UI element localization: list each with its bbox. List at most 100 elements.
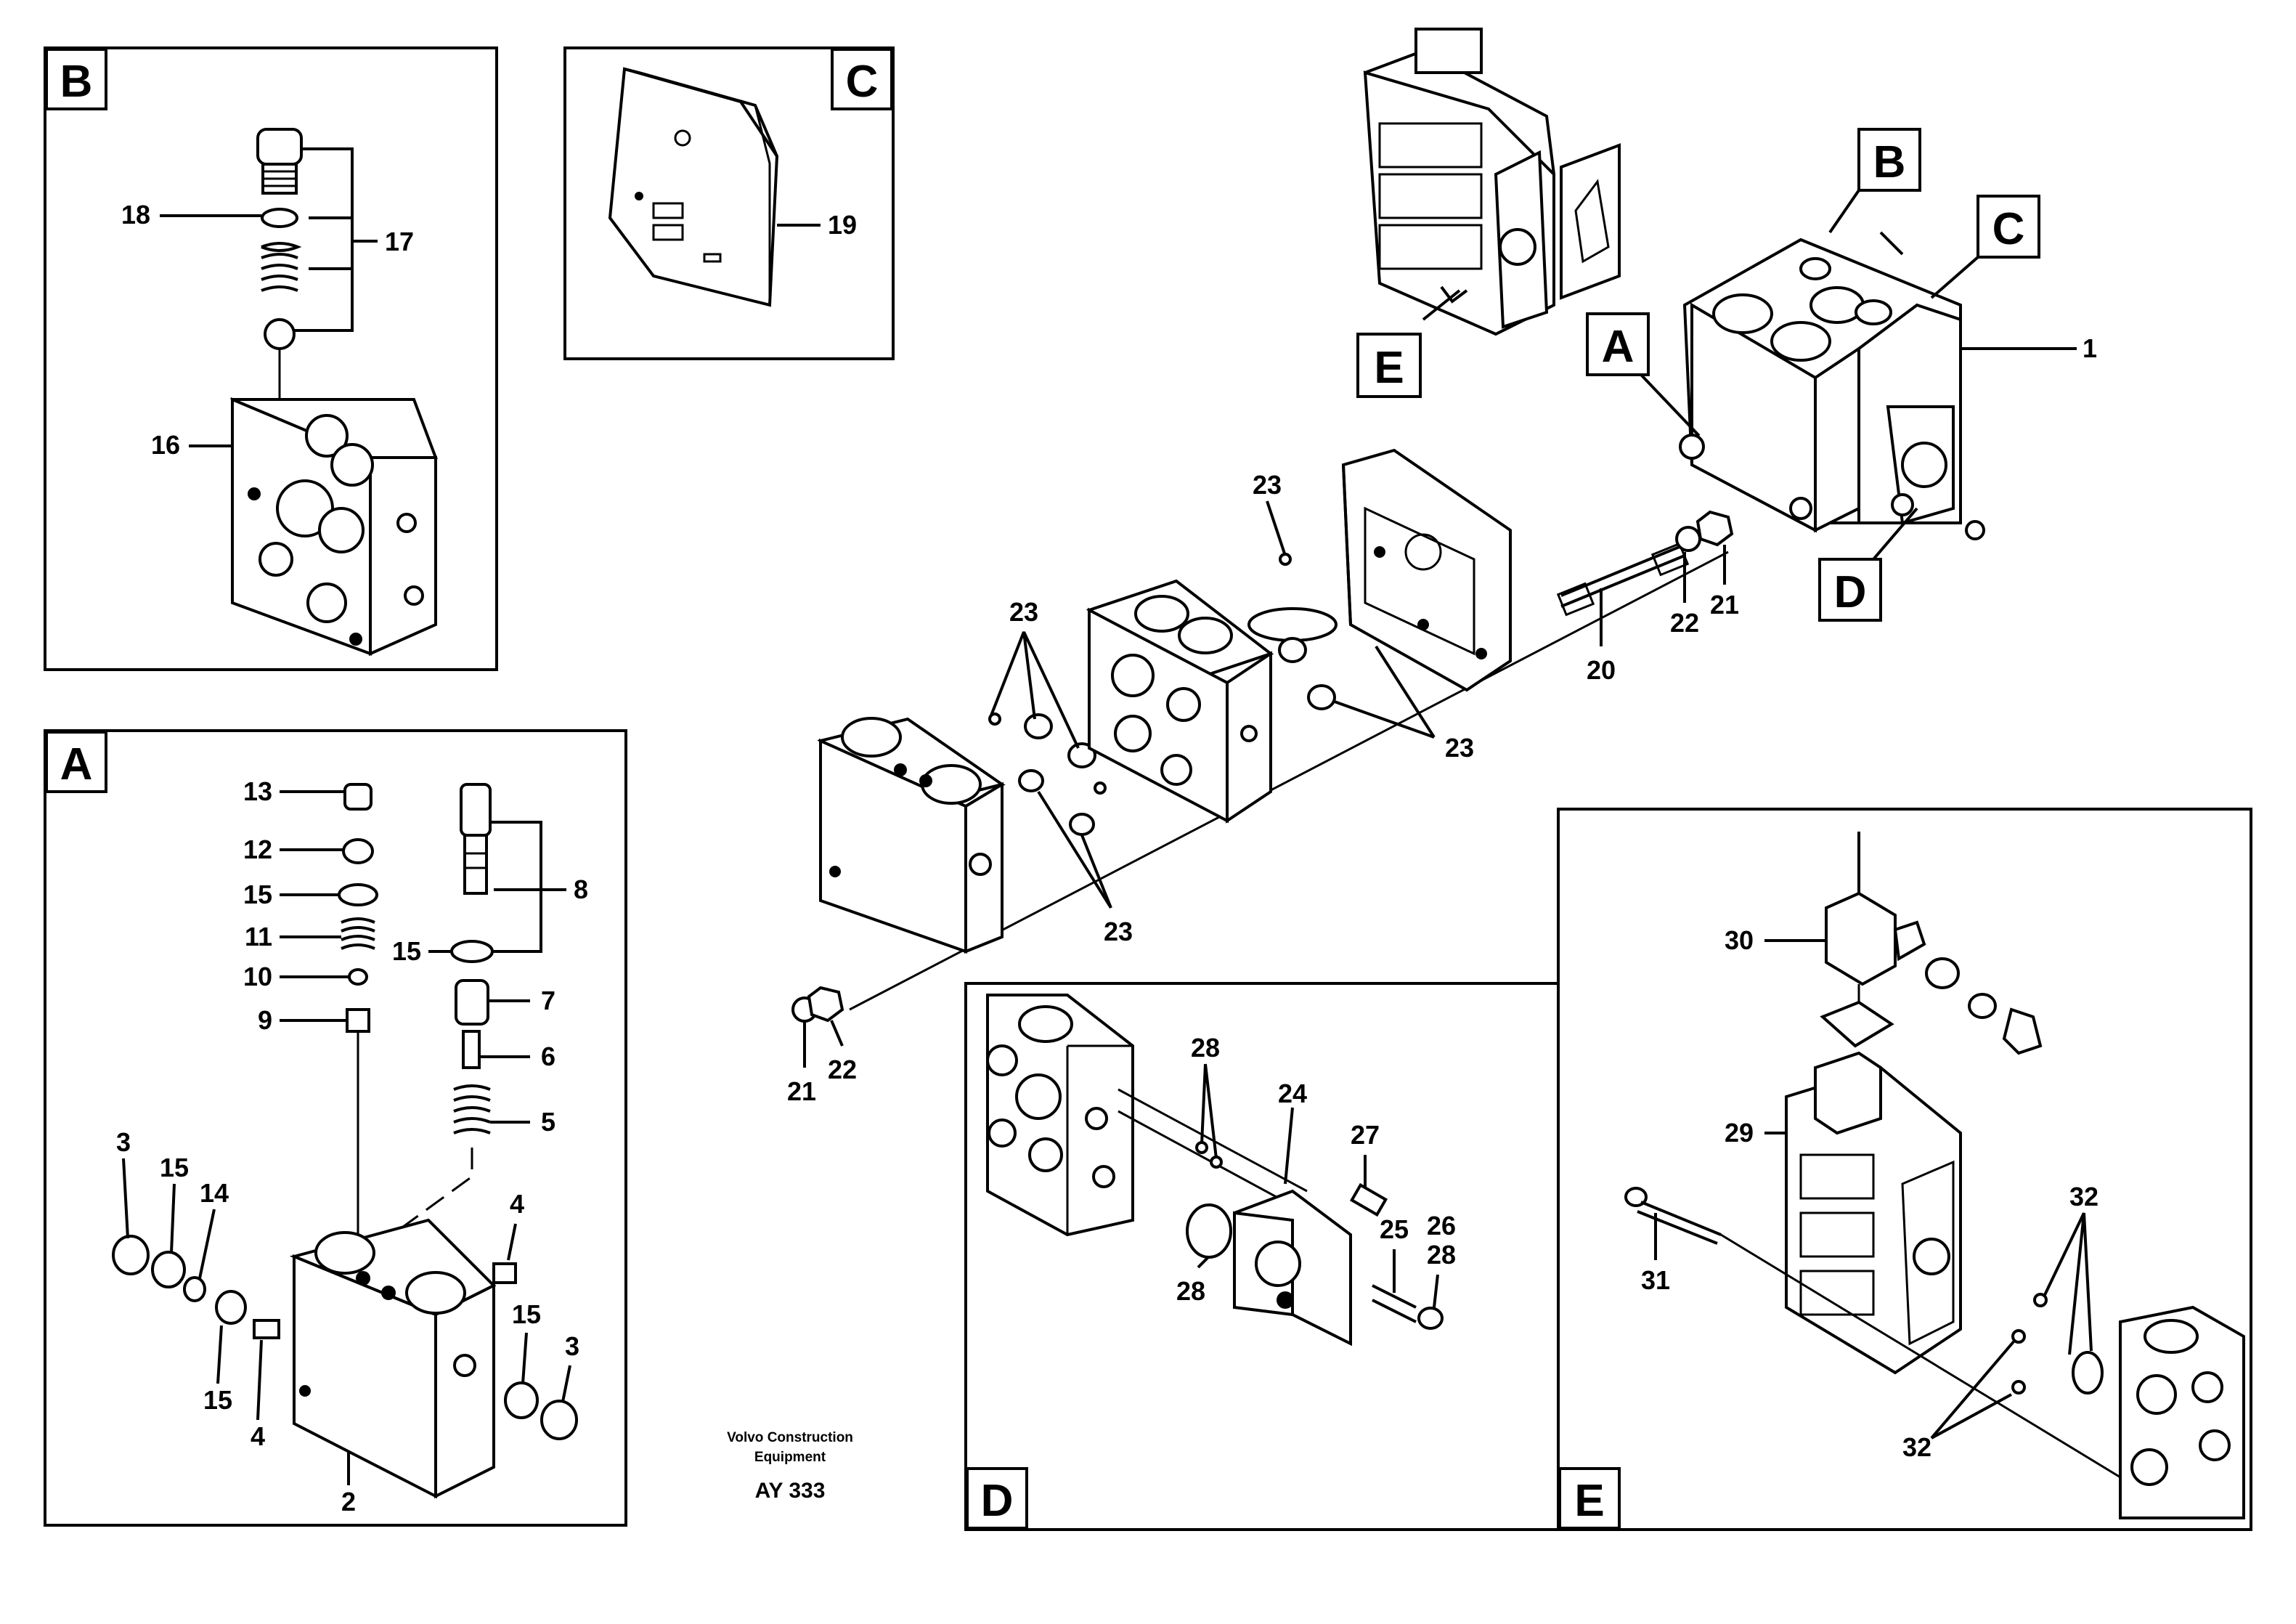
label-24: 24 — [1278, 1079, 1307, 1108]
panel-b-letter: B — [60, 57, 93, 107]
label-3-a: 3 — [116, 1127, 131, 1157]
label-2: 2 — [341, 1487, 356, 1517]
callout-d-tag — [1818, 558, 1882, 622]
main-assembly: E B C A D — [727, 28, 2097, 1503]
label-12: 12 — [243, 835, 272, 864]
label-23-a: 23 — [1253, 470, 1282, 500]
label-28-a: 28 — [1191, 1033, 1220, 1063]
label-10: 10 — [243, 962, 272, 991]
label-32-a: 32 — [2069, 1182, 2098, 1211]
label-13: 13 — [243, 776, 272, 806]
label-22-a: 22 — [1670, 608, 1699, 638]
label-15-c: 15 — [160, 1153, 189, 1182]
panel-a: A 13 12 15 11 10 9 — [44, 729, 627, 1527]
label-31: 31 — [1641, 1265, 1670, 1295]
ball-b — [264, 318, 296, 350]
solenoid-29 — [1785, 1051, 1962, 1375]
end-cover-19 — [608, 67, 779, 307]
label-32-b: 32 — [1902, 1432, 1931, 1462]
label-21-b: 21 — [787, 1076, 816, 1106]
bolt-25 — [1372, 1284, 1444, 1330]
label-11: 11 — [245, 922, 272, 951]
panel-b-tag — [45, 48, 107, 110]
panel-a-letter: A — [60, 739, 93, 789]
callout-d-letter: D — [1834, 567, 1867, 617]
footer-line-1: Volvo Construction — [727, 1430, 853, 1445]
o-ring-18 — [261, 208, 298, 228]
nut-washer-bottom — [791, 986, 844, 1023]
label-18: 18 — [121, 200, 150, 230]
side-parts-right — [492, 1262, 578, 1440]
callout-a-tag — [1586, 312, 1650, 376]
valve-section-16 — [230, 397, 438, 657]
bolt-31 — [1624, 1187, 2128, 1483]
inlet-section — [817, 717, 1006, 954]
label-23-d: 23 — [1104, 917, 1133, 946]
label-26: 26 — [1427, 1211, 1456, 1241]
label-25: 25 — [1380, 1214, 1409, 1244]
label-9: 9 — [258, 1005, 272, 1035]
callout-a-letter: A — [1602, 322, 1635, 372]
stack-left — [338, 783, 378, 1235]
panel-c-tag — [831, 48, 893, 110]
label-1: 1 — [2083, 333, 2097, 363]
label-15-b: 15 — [392, 936, 421, 966]
label-4-b: 4 — [510, 1189, 524, 1219]
label-29: 29 — [1725, 1118, 1754, 1148]
panel-e-tag — [1558, 1467, 1621, 1530]
label-27: 27 — [1351, 1120, 1380, 1150]
middle-section — [1086, 579, 1274, 824]
label-19: 19 — [828, 210, 857, 240]
label-30: 30 — [1725, 925, 1754, 955]
callout-e-letter: E — [1374, 343, 1404, 393]
stack-right — [391, 783, 494, 1236]
seal-rings — [988, 553, 1338, 836]
label-14: 14 — [200, 1178, 229, 1208]
label-4-a: 4 — [251, 1421, 265, 1451]
label-15-d: 15 — [203, 1385, 232, 1415]
panel-e-letter: E — [1574, 1476, 1604, 1526]
end-cover-exploded — [1341, 448, 1512, 692]
callout-c-letter: C — [1992, 204, 2025, 254]
label-16: 16 — [151, 430, 180, 460]
panel-e: E 30 29 31 — [1557, 808, 2252, 1531]
panel-a-tag — [45, 731, 107, 793]
cover-24 — [1233, 1189, 1352, 1347]
label-23-c: 23 — [1445, 733, 1474, 763]
label-21-a: 21 — [1710, 590, 1739, 620]
label-5: 5 — [541, 1107, 555, 1137]
callout-c-tag — [1977, 195, 2040, 259]
label-15-e: 15 — [512, 1299, 541, 1329]
connector-30 — [1820, 832, 2043, 1055]
relief-plug — [256, 128, 303, 195]
footer-line-2: Equipment — [754, 1450, 826, 1465]
panel-b: B 18 17 — [44, 46, 498, 671]
label-22-b: 22 — [828, 1055, 857, 1084]
callout-b-tag — [1857, 128, 1921, 192]
panel-c: C 19 — [563, 46, 895, 360]
callout-e-tag — [1356, 333, 1422, 398]
label-3-b: 3 — [565, 1331, 579, 1361]
tie-rod-20 — [1556, 510, 1734, 617]
label-6: 6 — [541, 1042, 555, 1071]
solenoid-assembly — [1363, 28, 1621, 336]
spring-b — [261, 242, 302, 292]
label-23-b: 23 — [1009, 597, 1038, 627]
label-15-a: 15 — [243, 880, 272, 909]
complete-valve-1 — [1679, 237, 1985, 540]
o-ring-28 — [1186, 1203, 1232, 1259]
label-8: 8 — [574, 874, 588, 904]
block-d — [986, 994, 1134, 1237]
panel-d-tag — [966, 1467, 1028, 1530]
label-28-b: 28 — [1427, 1240, 1456, 1270]
label-20: 20 — [1587, 655, 1616, 685]
label-28-c: 28 — [1176, 1276, 1205, 1306]
panel-c-letter: C — [846, 57, 879, 107]
side-parts-left — [112, 1235, 280, 1339]
footer-code: AY 333 — [755, 1479, 826, 1503]
callout-b-letter: B — [1873, 137, 1906, 187]
valve-section-2 — [289, 1218, 497, 1499]
panel-d: D 28 24 — [964, 982, 1560, 1531]
seals-32 — [2011, 1293, 2104, 1394]
